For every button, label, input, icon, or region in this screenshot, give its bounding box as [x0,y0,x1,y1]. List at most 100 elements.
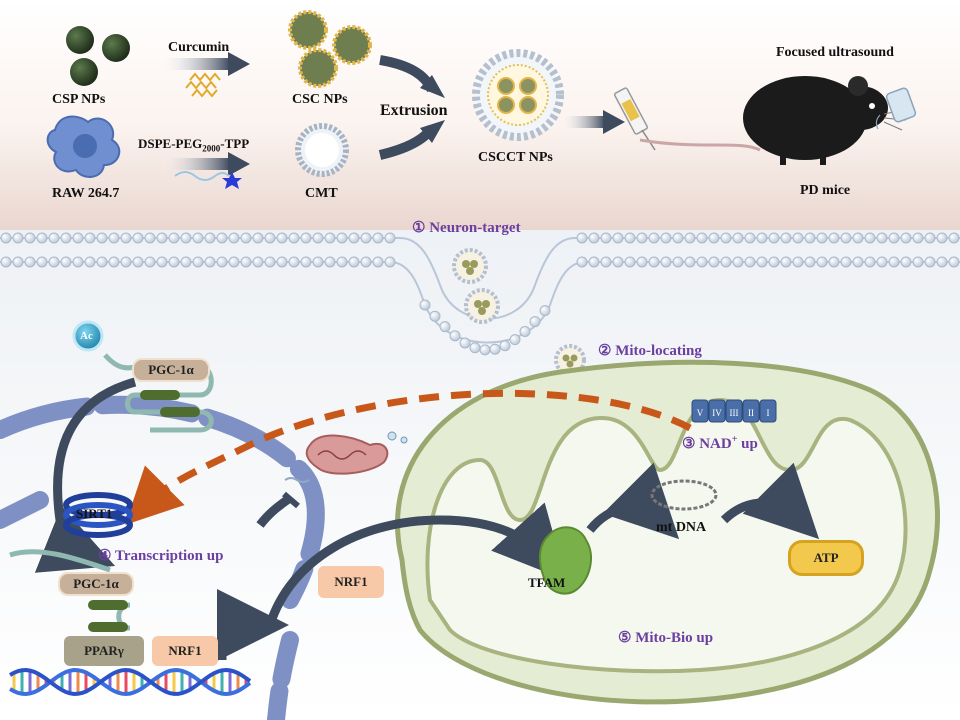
phospholipid-head [276,256,288,268]
phospholipid-head [684,232,696,244]
phospholipid-head [24,256,36,268]
phospholipid-head [720,232,732,244]
phospholipid-head [588,232,600,244]
phospholipid-head [529,316,541,328]
phospholipid-head [252,256,264,268]
phospholipid-head [672,232,684,244]
phospholipid-head [612,256,624,268]
phospholipid-head [660,256,672,268]
phospholipid-head [864,232,876,244]
phospholipid-head [479,344,491,356]
phospholipid-head [240,232,252,244]
phospholipid-head [804,232,816,244]
acetyl-group-icon [72,320,104,352]
complex-label: IV [712,408,722,418]
cmt-vesicle [295,123,349,177]
phospholipid-head [684,256,696,268]
phospholipid-head [0,256,12,268]
sirt1-protein-icon [63,492,133,538]
phospholipid-head [348,256,360,268]
phospholipid-head [264,256,276,268]
phospholipid-head [449,330,461,342]
cell-membrane [0,232,960,356]
mtdna-icon [650,479,718,511]
phospholipid-head [156,232,168,244]
phospholipid-head [744,232,756,244]
phospholipid-head [288,232,300,244]
phospholipid-head [48,256,60,268]
phospholipid-head [144,256,156,268]
curcumin-icon [185,72,221,98]
pd-mice-label: PD mice [800,183,851,198]
raw-label: RAW 264.7 [52,186,120,201]
dspe-peg-tpp-icon [174,171,242,189]
phospholipid-head [96,256,108,268]
csc-nanoparticles [288,10,372,88]
phospholipid-head [429,310,441,322]
phospholipid-head [600,256,612,268]
signal-arrows [34,377,820,661]
sirt1-label: SIRT1 [76,506,113,521]
phospholipid-head [924,256,936,268]
phospholipid-head [216,256,228,268]
nad-up-text: up [737,436,758,452]
phospholipid-head [792,232,804,244]
dna-helix-icon [9,667,252,697]
process-arrows [160,52,625,176]
pgc-domain-bottom-1 [88,600,128,610]
phospholipid-head [144,232,156,244]
phospholipid-head [36,232,48,244]
phospholipid-head [240,256,252,268]
extrusion-label: Extrusion [380,102,448,119]
phospholipid-head [816,232,828,244]
phospholipid-head [469,342,481,354]
phospholipid-head [816,256,828,268]
phospholipid-head [336,232,348,244]
phospholipid-head [216,232,228,244]
phospholipid-head [876,232,888,244]
phospholipid-head [228,256,240,268]
cmt-label: CMT [305,186,338,201]
phospholipid-head [888,232,900,244]
ac-label: Ac [80,330,93,342]
phospholipid-head [828,256,840,268]
step-nad-up: ③ NAD+ up [682,434,758,453]
atp-box: ATP [788,540,864,576]
nrf1-cyto-box: NRF1 [318,566,384,598]
phospholipid-head [180,232,192,244]
phospholipid-head [756,232,768,244]
pgc-top-box: PGC-1α [132,358,210,382]
phospholipid-head [948,256,960,268]
step-mito-locating: ② Mito-locating [598,343,702,359]
complex-2 [725,399,743,423]
phospholipid-head [12,232,24,244]
phospholipid-head [36,256,48,268]
dspe-label: DSPE-PEG2000-TPP [138,136,249,154]
phospholipid-head [0,232,12,244]
phospholipid-head [84,256,96,268]
pgc-domain-top-1 [140,390,180,400]
phospholipid-head [744,256,756,268]
inhibition-bar [282,491,300,509]
phospholipid-head [168,256,180,268]
step-neuron-target: ① Neuron-target [412,220,521,236]
phospholipid-head [312,256,324,268]
nad-text: ③ NAD [682,436,732,452]
complex-label: II [748,408,754,418]
phospholipid-head [120,256,132,268]
focused-ultrasound-label: Focused ultrasound [776,45,894,60]
phospholipid-head [876,256,888,268]
phospholipid-head [12,256,24,268]
cscct-nanoparticle [472,49,564,141]
phospholipid-head [228,232,240,244]
phospholipid-head [108,256,120,268]
phospholipid-head [489,343,501,355]
phospholipid-head [648,232,660,244]
phospholipid-head [384,256,396,268]
phospholipid-head [780,232,792,244]
complex-1 [708,399,726,423]
phospholipid-head [840,256,852,268]
complex-3 [742,399,760,423]
phospholipid-head [852,232,864,244]
